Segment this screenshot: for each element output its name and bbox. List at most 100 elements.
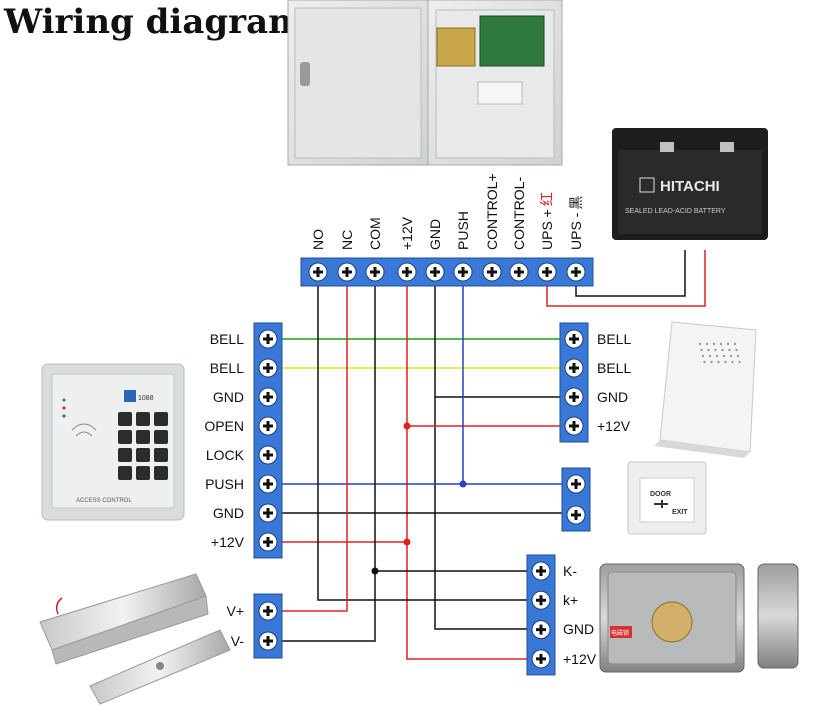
terminal-labels: NO NC COM +12V GND PUSH CONTROL+ CONTROL- UPS +红… xyxy=(204,173,631,667)
power-label-3: +12V xyxy=(399,216,415,250)
power-label-4: GND xyxy=(427,219,443,250)
power-label-8: UPS +红 xyxy=(539,192,556,250)
keypad-label-2: GND xyxy=(213,389,244,405)
junction-12v-bell xyxy=(403,422,411,430)
doorbell xyxy=(654,321,757,458)
speaker-dot xyxy=(726,342,730,346)
power-terminal-cross xyxy=(313,267,323,277)
keypad-key xyxy=(154,448,168,462)
speaker-dot xyxy=(715,354,719,358)
power-terminal-cross xyxy=(487,267,497,277)
wire-no-strike xyxy=(317,272,541,601)
speaker-dot xyxy=(701,354,705,358)
power-label-1: NC xyxy=(339,230,355,250)
doorbell-terminal-strip-terminal-cross xyxy=(569,334,579,344)
doorbell-terminal-strip-terminal-cross xyxy=(569,363,579,373)
lock-cylinder-icon xyxy=(651,601,693,643)
keypad-label-4: LOCK xyxy=(206,447,245,463)
keypad-label-3: OPEN xyxy=(204,418,244,434)
magnetic-lock xyxy=(39,573,231,705)
speaker-dot xyxy=(714,348,717,352)
power-label-0: NO xyxy=(310,229,326,250)
junction-12v-keypad xyxy=(403,538,411,546)
power-terminal-cross xyxy=(430,267,440,277)
doorbell-terminal-strip-terminal-cross xyxy=(569,421,579,431)
page-title: Wiring diagram xyxy=(4,2,305,42)
speaker-dot xyxy=(724,360,727,364)
keypad-terminal-strip-terminal-cross xyxy=(263,537,273,547)
ups-mark: 黑 xyxy=(569,196,585,210)
power-terminal-cross xyxy=(571,267,581,277)
exit-terminal-cross xyxy=(571,510,581,520)
keypad-terminal-strip-terminal-cross xyxy=(263,392,273,402)
exit-button-top: DOOR xyxy=(650,491,671,498)
power-label-2: COM xyxy=(367,217,383,250)
keypad-logo: 1088 xyxy=(124,390,154,402)
keypad-key xyxy=(118,412,132,426)
speaker-dot xyxy=(722,354,726,358)
doorbell-terminal-strip-terminal-cross xyxy=(569,392,579,402)
ups-mark: 红 xyxy=(540,192,556,206)
strike-terminal-strip-terminal-cross xyxy=(536,595,546,606)
keypad-terminal-strip-terminal-cross xyxy=(263,450,273,460)
power-supply-box xyxy=(287,0,563,166)
speaker-dot xyxy=(728,348,731,352)
speaker-dot xyxy=(735,348,738,352)
electric-lock: 电磁锁 xyxy=(599,563,799,673)
strike-terminal-strip-terminal-cross xyxy=(536,566,546,576)
speaker-dot xyxy=(717,360,720,364)
strike-terminal-strip-terminal-cross xyxy=(536,653,546,664)
keypad-key xyxy=(136,412,150,426)
keypad-key xyxy=(136,448,150,462)
keypad-terminal-strip-terminal-cross xyxy=(263,479,273,489)
strike-label-0: K- xyxy=(563,563,577,579)
transformer-icon xyxy=(436,27,476,67)
keypad-key xyxy=(154,430,168,444)
keypad: 1088 ACCESS CONTROL xyxy=(41,363,185,521)
maglock-label-1: V- xyxy=(231,633,245,649)
lock-keeper xyxy=(757,563,799,669)
speaker-dot xyxy=(719,342,723,346)
speaker-dot xyxy=(731,360,734,364)
power-label-6: CONTROL+ xyxy=(484,173,500,250)
speaker-dot xyxy=(700,348,703,352)
junction-push xyxy=(459,480,467,488)
keypad-label-5: PUSH xyxy=(205,476,244,492)
circuit-board-icon xyxy=(479,15,545,67)
exit-button: DOOR EXIT xyxy=(627,461,707,535)
keypad-caption: ACCESS CONTROL xyxy=(76,498,132,504)
wire-com-maglock xyxy=(268,272,376,642)
exit-button-bottom: EXIT xyxy=(672,509,688,516)
power-label-9: UPS -黑 xyxy=(568,196,585,250)
key-icon xyxy=(654,500,668,508)
speaker-dot xyxy=(710,360,713,364)
junction-com xyxy=(371,567,379,575)
keypad-key xyxy=(154,412,168,426)
speaker-dot xyxy=(721,348,724,352)
keypad-label-0: BELL xyxy=(210,331,244,347)
power-label-5: PUSH xyxy=(455,211,471,250)
power-terminal-cross xyxy=(402,267,412,277)
speaker-dot xyxy=(698,342,702,346)
hitachi-logo-icon xyxy=(639,177,655,193)
keypad-key xyxy=(118,448,132,462)
keypad-key xyxy=(118,466,132,480)
wire-12v-strike xyxy=(406,272,541,660)
power-label-7: CONTROL- xyxy=(511,177,527,250)
battery: HITACHI SEALED LEAD-ACID BATTERY xyxy=(612,128,768,240)
speaker-dot xyxy=(707,348,710,352)
keypad-terminal-strip-terminal-cross xyxy=(263,363,273,373)
power-terminal-cross xyxy=(542,267,552,277)
doorbell-label-0: BELL xyxy=(597,331,631,347)
speaker-dot xyxy=(705,342,709,346)
speaker-dot xyxy=(703,360,706,364)
speaker-dot xyxy=(729,354,733,358)
keypad-keys xyxy=(118,412,168,480)
strike-label-3: +12V xyxy=(563,651,597,667)
strike-label-1: k+ xyxy=(563,592,578,608)
keypad-model: 1088 xyxy=(138,395,154,402)
wires xyxy=(268,250,706,660)
lock-label: 电磁锁 xyxy=(611,629,629,637)
keypad-key xyxy=(154,466,168,480)
